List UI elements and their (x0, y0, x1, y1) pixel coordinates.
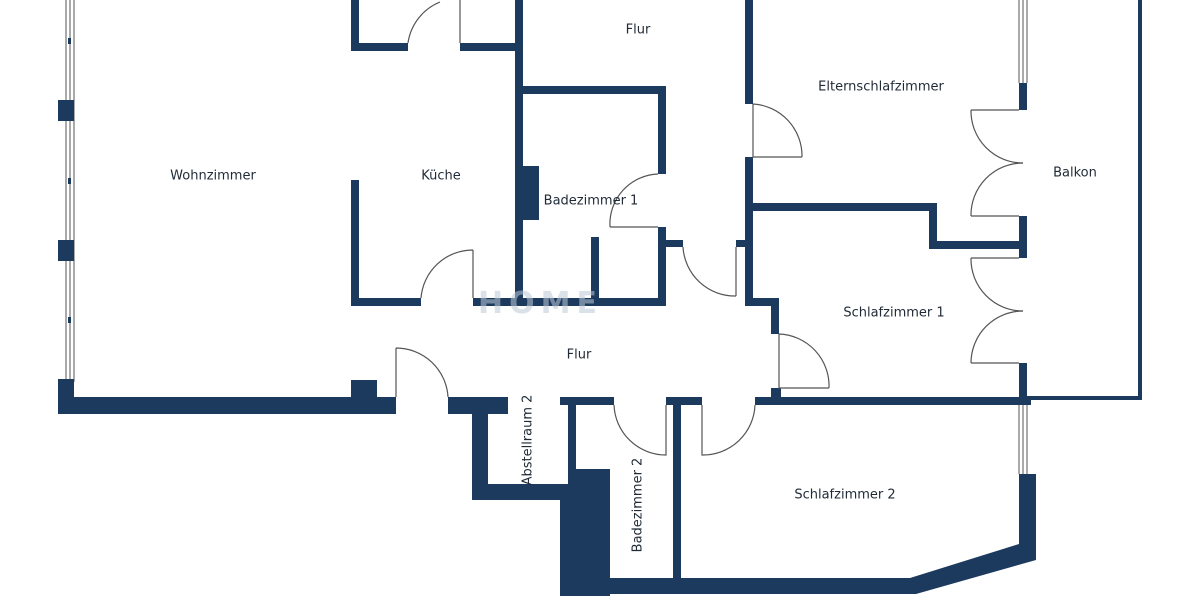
balcony-window (1018, 0, 1028, 83)
room-label-badezimmer-2: Badezimmer 2 (630, 457, 646, 553)
walls (58, 0, 1142, 596)
room-label-wohnzimmer: Wohnzimmer (170, 168, 256, 184)
doors (395, 0, 1024, 456)
room-label-schlafzimmer-1: Schlafzimmer 1 (843, 305, 945, 321)
room-label-flur-bottom: Flur (566, 347, 592, 363)
room-label-flur-top: Flur (625, 22, 651, 38)
room-label-balkon: Balkon (1053, 165, 1097, 181)
room-label-badezimmer-1: Badezimmer 1 (543, 193, 639, 209)
schlafzimmer-2-window (1018, 405, 1028, 474)
room-label-elternschlafzimmer: Elternschlafzimmer (818, 79, 944, 95)
room-label-kueche: Küche (421, 168, 461, 184)
room-label-schlafzimmer-2: Schlafzimmer 2 (794, 487, 896, 503)
room-label-abstellraum-2: Abstellraum 2 (520, 394, 536, 486)
left-window-wall (58, 0, 75, 382)
